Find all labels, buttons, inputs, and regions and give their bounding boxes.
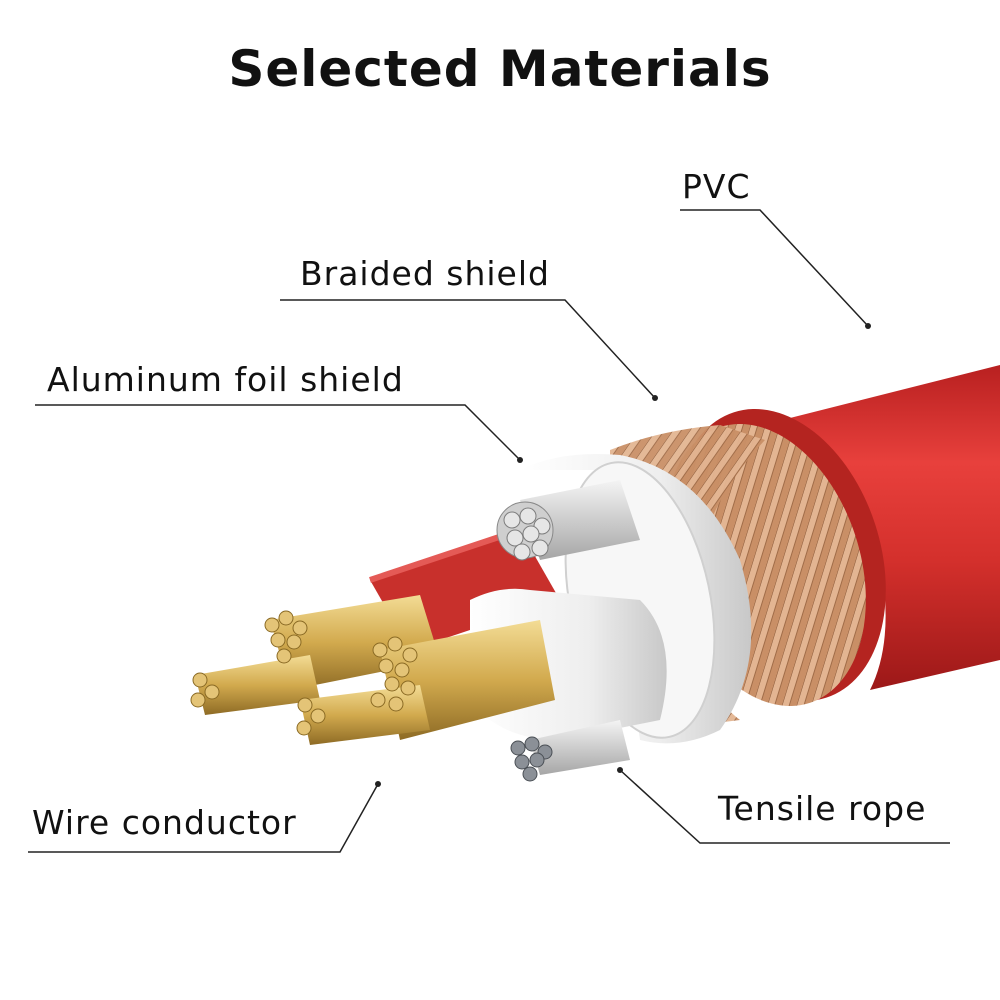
- label-aluminum-foil-shield: Aluminum foil shield: [47, 360, 404, 399]
- label-tensile-rope: Tensile rope: [718, 789, 927, 828]
- leader-lines: [28, 209, 950, 853]
- page-title: Selected Materials: [228, 40, 772, 98]
- aluminum-foil-leader: [35, 404, 521, 461]
- label-wire-conductor: Wire conductor: [32, 803, 297, 842]
- wire-conductor-leader: [28, 783, 379, 853]
- tensile-rope-lower: [510, 720, 630, 782]
- label-braided-shield: Braided shield: [300, 254, 550, 293]
- tensile-rope-upper: [496, 480, 640, 561]
- pvc-leader: [680, 209, 869, 327]
- leader-dots: [375, 323, 871, 787]
- braided-shield-leader: [280, 299, 656, 399]
- tensile-rope-leader: [619, 769, 950, 844]
- wire-conductor-bundles: [190, 595, 555, 745]
- label-pvc: PVC: [682, 167, 751, 206]
